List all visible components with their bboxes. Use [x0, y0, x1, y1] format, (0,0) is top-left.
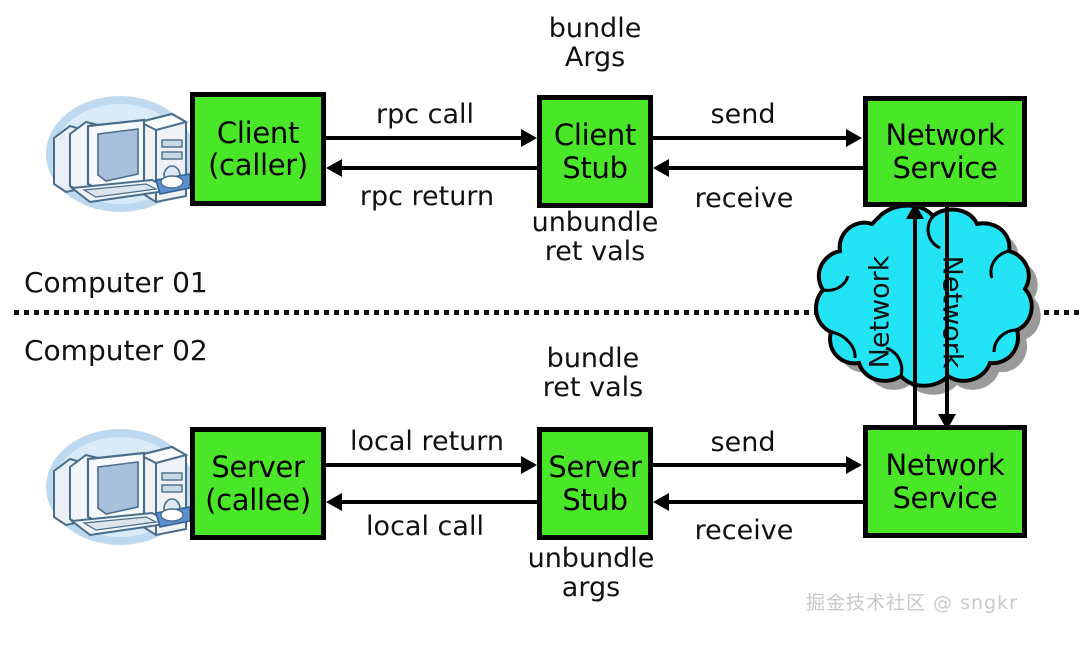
computer-icon-client [44, 92, 196, 214]
receive-label-top: receive [694, 183, 794, 214]
network-service-box-bottom[interactable]: Network Service [863, 425, 1027, 538]
local-return-arrow-head [521, 456, 537, 474]
send-arrow-line-bottom [653, 463, 847, 467]
rpc-return-label: rpc return [359, 181, 495, 212]
bundle-retvals-label: bundle ret vals [543, 344, 643, 402]
local-call-arrow-head [326, 493, 342, 511]
network-service-box-top[interactable]: Network Service [863, 96, 1027, 207]
cloud-up-arrow-line [913, 218, 917, 430]
local-call-arrow-line [342, 500, 538, 504]
cloud-up-arrow-head [906, 203, 924, 219]
rpc-return-arrow-line [342, 166, 538, 170]
computer-divider-line [14, 310, 1080, 315]
local-return-arrow-line [326, 463, 522, 467]
network-service-bottom-line2: Service [892, 480, 998, 515]
server-box[interactable]: Server (callee) [190, 427, 326, 540]
cloud-down-arrow-line [945, 204, 949, 416]
client-box-line1: Client [216, 115, 300, 150]
unbundle-retvals-line2: ret vals [544, 236, 646, 268]
send-arrow-line-top [653, 136, 847, 140]
bundle-args-line1: bundle [548, 13, 642, 44]
client-stub-box[interactable]: Client Stub [537, 95, 653, 208]
computer-01-label: Computer 01 [24, 266, 208, 299]
receive-arrow-line-top [669, 166, 863, 170]
network-cloud: Network Network [812, 203, 1074, 426]
network-service-bottom-line1: Network [885, 448, 1005, 483]
cloud-label-left: Network [864, 255, 896, 369]
receive-arrow-head-bottom [653, 493, 669, 511]
computer-02-label: Computer 02 [24, 334, 208, 367]
bundle-retvals-line1: bundle [546, 343, 640, 374]
receive-arrow-head-top [653, 159, 669, 177]
unbundle-retvals-label: unbundle ret vals [532, 208, 659, 266]
server-stub-line2: Stub [562, 482, 628, 517]
send-arrow-head-bottom [846, 456, 862, 474]
server-box-line2: (callee) [205, 482, 311, 517]
local-call-label: local call [366, 511, 484, 542]
cloud-label-right: Network [936, 255, 968, 369]
server-stub-box[interactable]: Server Stub [537, 427, 653, 540]
unbundle-args-line1: unbundle [527, 543, 655, 574]
send-label-bottom: send [710, 427, 776, 458]
local-return-label: local return [349, 426, 505, 457]
client-stub-line2: Stub [562, 150, 628, 185]
client-box-line2: (caller) [208, 148, 308, 182]
rpc-call-label: rpc call [375, 99, 475, 130]
bundle-args-line2: Args [564, 42, 626, 74]
network-service-top-line2: Service [892, 150, 998, 185]
network-service-top-line1: Network [885, 118, 1005, 153]
receive-arrow-line-bottom [669, 500, 863, 504]
watermark-text: 掘金技术社区 @ sngkr [806, 592, 1018, 614]
send-arrow-head-top [846, 129, 862, 147]
server-stub-line1: Server [548, 450, 642, 485]
client-stub-line1: Client [553, 118, 637, 153]
unbundle-args-label: unbundle args [528, 544, 655, 602]
unbundle-args-line2: args [561, 572, 621, 604]
rpc-call-arrow-head [521, 129, 537, 147]
bundle-args-label: bundle Args [549, 14, 642, 72]
unbundle-retvals-line1: unbundle [531, 207, 659, 238]
send-label-top: send [710, 99, 776, 130]
computer-icon-server [44, 425, 196, 547]
rpc-return-arrow-head [326, 159, 342, 177]
rpc-call-arrow-line [326, 136, 522, 140]
receive-label-bottom: receive [694, 515, 794, 546]
client-box[interactable]: Client (caller) [190, 92, 326, 206]
server-box-line1: Server [211, 450, 305, 485]
bundle-retvals-line2: ret vals [542, 372, 644, 404]
